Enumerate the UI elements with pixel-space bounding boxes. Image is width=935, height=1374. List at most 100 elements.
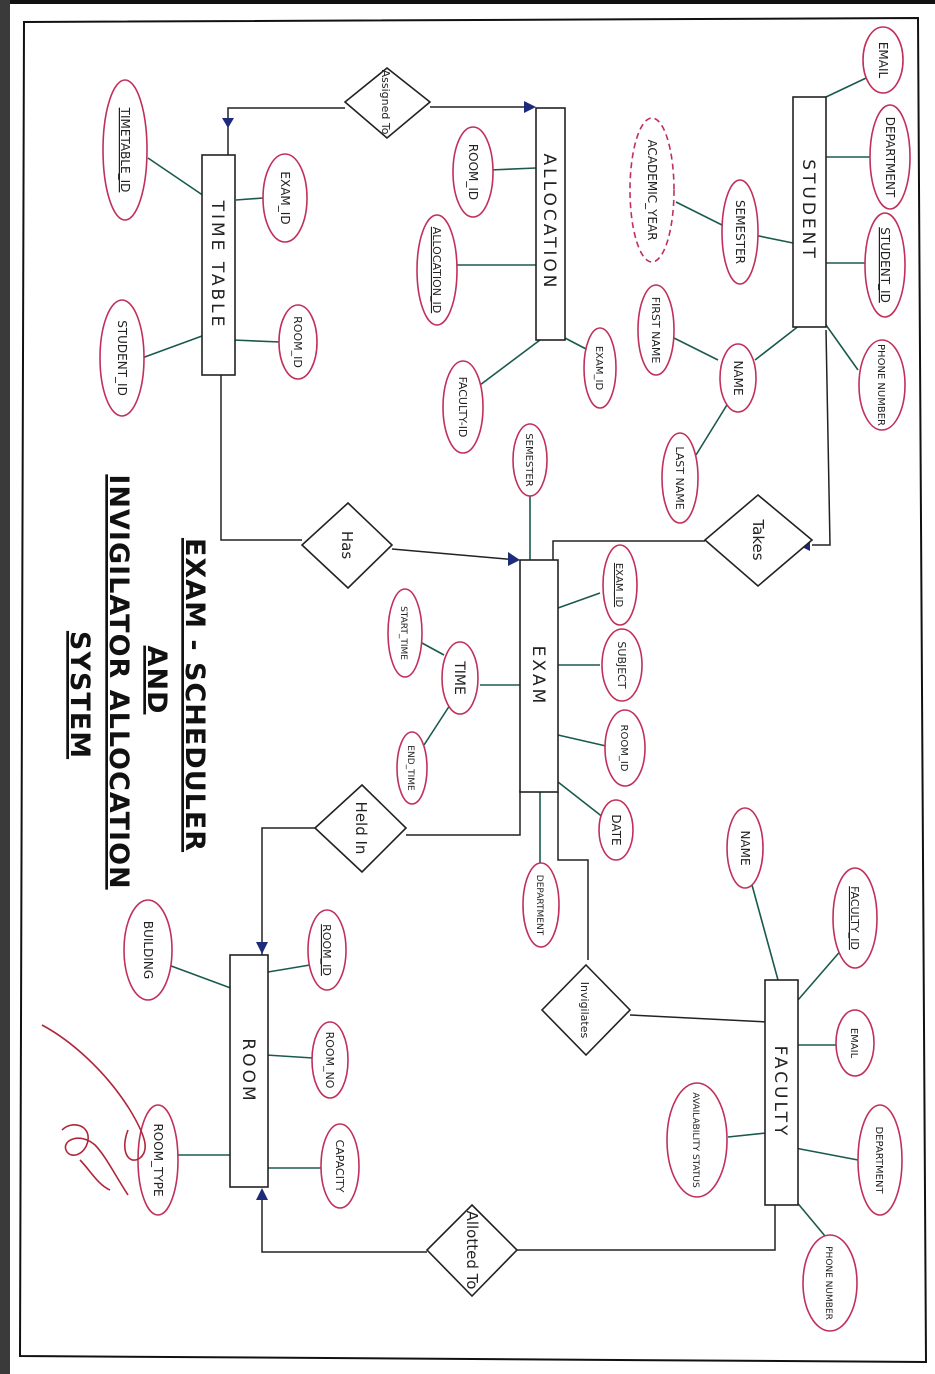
attr-last-name: LAST NAME (661, 432, 699, 524)
attr-faculty-id: FACULTY_ID (832, 867, 878, 969)
attr-faculty-id-label: FACULTY_ID (848, 886, 861, 950)
relationship-takes-label: Takes (749, 518, 767, 560)
attr-exam-semester-label: SEMESTER (523, 433, 534, 486)
attr-student-phone: PHONE NUMBER (858, 339, 906, 431)
attr-student-name: NAME (719, 343, 757, 413)
arrowhead-allocation (524, 101, 536, 113)
relationship-held-in-label: Held In (352, 802, 370, 855)
attr-faculty-availability-label: AVAILABILITY STATUS (690, 1092, 700, 1188)
relationship-allotted-to-label: Allotted To (463, 1211, 481, 1290)
signature (41, 1024, 146, 1196)
attr-tt-student-id-label: STUDENT_ID (115, 320, 129, 396)
attr-allocation-id: ALLOCATION_ID (416, 214, 458, 326)
attr-alloc-exam-id-label: EXAM_ID (593, 346, 604, 391)
attr-student-department-label: DEPARTMENT (883, 117, 897, 198)
arrowhead-timetable (222, 118, 234, 128)
attr-student-semester: SEMESTER (721, 179, 759, 285)
relationship-assigned-to-label: Assigned To (379, 70, 392, 135)
attr-tt-room-id-label: ROOM_ID (291, 316, 304, 368)
attr-room-building-label: BUILDING (141, 921, 155, 979)
entity-faculty: FACULTY (764, 979, 799, 1206)
attr-exam-semester: SEMESTER (512, 423, 548, 497)
scan-top-edge (0, 0, 935, 4)
relationship-allotted-to: Allotted To (425, 1203, 519, 1298)
attr-exam-time: TIME (441, 641, 479, 715)
attr-student-email: EMAIL (862, 26, 904, 94)
attr-room-capacity-label: CAPACITY (333, 1140, 346, 1193)
attr-tt-timetable-id-label: TIMETABLE_ID (118, 107, 132, 193)
diagram-title: EXAM - SCHEDULER AND INVIGILATOR ALLOCAT… (64, 474, 210, 889)
relationship-invigilates-label: Invigilates (578, 982, 591, 1039)
attr-student-department: DEPARTMENT (869, 104, 911, 210)
attr-student-semester-label: SEMESTER (733, 200, 747, 264)
relationship-invigilates: Invigilates (540, 963, 632, 1057)
arrowhead-room-held (256, 942, 268, 954)
attr-exam-date-label: DATE (609, 814, 623, 845)
entity-faculty-label: FACULTY (770, 1046, 790, 1139)
attr-faculty-phone: PHONE NUMBER (802, 1234, 858, 1332)
title-line-1: EXAM - SCHEDULER (179, 538, 210, 852)
attr-first-name-label: FIRST NAME (649, 297, 662, 364)
attr-room-room-no: ROOM_NO (311, 1021, 349, 1099)
attr-alloc-exam-id: EXAM_ID (583, 327, 617, 409)
attr-student-email-label: EMAIL (876, 42, 890, 79)
relationship-links (220, 106, 831, 1253)
attr-first-name: FIRST NAME (637, 284, 675, 376)
scan-left-edge (0, 0, 10, 1374)
attr-last-name-label: LAST NAME (673, 446, 686, 509)
attr-faculty-email-label: EMAIL (848, 1028, 859, 1059)
attr-faculty-phone-label: PHONE NUMBER (823, 1246, 833, 1320)
title-line-4: SYSTEM (64, 631, 95, 759)
attr-exam-room-id-label: ROOM_ID (618, 725, 629, 772)
title-line-2: AND (141, 646, 172, 715)
entity-timetable-label: TIME TABLE (207, 200, 227, 330)
attribute-edges (141, 69, 884, 1243)
attr-student-academic-year: ACADEMIC_YEAR (629, 117, 675, 263)
arrowhead-room-allotted (256, 1188, 268, 1200)
arrowhead-exam-has (508, 552, 520, 566)
attr-tt-exam-id: EXAM_ID (262, 153, 308, 243)
attr-student-name-label: NAME (731, 360, 745, 395)
attr-alloc-faculty-id-label: FACULTY-ID (456, 377, 469, 438)
attr-faculty-name-label: NAME (738, 830, 752, 865)
attr-alloc-room-id: ROOM_ID (452, 126, 494, 218)
attr-exam-time-label: TIME (451, 660, 467, 695)
entity-allocation: ALLOCATION (535, 107, 566, 341)
attr-room-capacity: CAPACITY (320, 1123, 360, 1209)
attr-exam-exam-id: EXAM_ID (602, 544, 638, 626)
attr-room-room-no-label: ROOM_NO (323, 1032, 336, 1089)
entity-exam-label: EXAM (528, 646, 548, 707)
attr-exam-subject: SUBJECT (601, 628, 643, 702)
attr-student-id: STUDENT_ID (864, 212, 906, 318)
attr-student-academic-year-label: ACADEMIC_YEAR (645, 139, 659, 240)
title-line-3: INVIGILATOR ALLOCATION (103, 474, 134, 889)
attr-faculty-department: DEPARTMENT (857, 1104, 903, 1216)
attr-tt-student-id: STUDENT_ID (99, 299, 145, 417)
attr-tt-room-id: ROOM_ID (278, 304, 318, 380)
entity-room-label: ROOM (238, 1038, 258, 1103)
attr-alloc-faculty-id: FACULTY-ID (442, 360, 484, 454)
attr-tt-timetable-id: TIMETABLE_ID (102, 79, 148, 221)
attr-room-room-id: ROOM_ID (307, 909, 347, 991)
attr-exam-subject-label: SUBJECT (615, 641, 628, 688)
attr-room-room-id-label: ROOM_ID (320, 924, 333, 976)
arrowheads (222, 101, 810, 1200)
relationship-takes: Takes (703, 493, 814, 588)
attr-faculty-department-label: DEPARTMENT (873, 1126, 884, 1194)
entity-student-label: STUDENT (798, 159, 818, 261)
attr-exam-department: DEPARTMENT (522, 862, 560, 948)
attr-room-type-label: ROOM_TYPE (151, 1123, 165, 1196)
attr-exam-start-time-label: START_TIME (398, 606, 408, 660)
entity-timetable: TIME TABLE (201, 154, 236, 376)
relationship-has-label: Has (338, 531, 356, 559)
attr-faculty-name: NAME (726, 807, 764, 889)
attr-student-phone-label: PHONE NUMBER (875, 344, 886, 426)
page-frame (18, 16, 928, 1364)
attr-exam-exam-id-label: EXAM_ID (613, 563, 624, 608)
entity-exam: EXAM (519, 559, 559, 793)
attr-exam-department-label: DEPARTMENT (534, 875, 544, 936)
entity-student: STUDENT (792, 96, 827, 328)
attr-faculty-availability: AVAILABILITY STATUS (666, 1082, 728, 1198)
attr-room-type: ROOM_TYPE (137, 1104, 179, 1216)
